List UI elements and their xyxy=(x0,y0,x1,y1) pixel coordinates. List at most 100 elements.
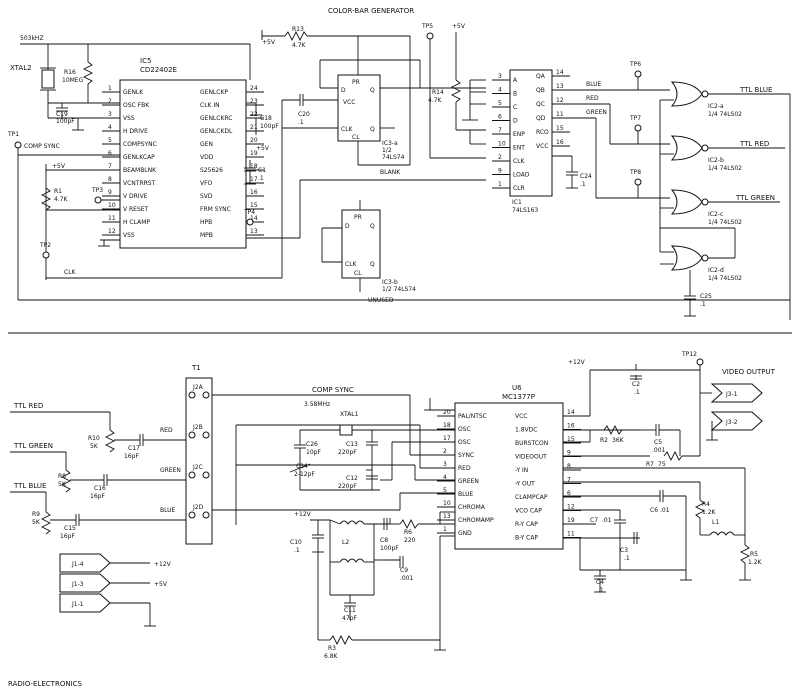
l1-label: L1 xyxy=(712,519,719,526)
r6-value: 220 xyxy=(404,537,416,544)
ic5-right-pin-label: GEN xyxy=(200,141,213,148)
j3-1-label: J3-1 xyxy=(725,391,738,398)
ic2d-part: 1/4 74LS02 xyxy=(708,275,742,282)
u6-right-pin-number: 8 xyxy=(567,463,571,470)
u6-right-pin-number: 19 xyxy=(567,517,575,524)
r14-resistor xyxy=(450,79,462,103)
u6-left-pin-label: BLUE xyxy=(458,491,474,498)
ic5-right-pin-label: HPB xyxy=(200,219,212,226)
j1-3-label: J1-3 xyxy=(71,581,84,588)
c17-label: C17 xyxy=(128,445,140,452)
r4-label: R4 xyxy=(702,501,710,508)
ic5-left-pin-number: 7 xyxy=(108,163,112,170)
video-output-label: VIDEO OUTPUT xyxy=(722,368,776,376)
u6-left-pin-label: GND xyxy=(458,530,472,537)
ic3b-flipflop xyxy=(341,209,381,279)
comp-sync2-label: COMP SYNC xyxy=(312,386,354,394)
ic5-left-pin-number: 12 xyxy=(108,228,116,235)
t1-pin-right xyxy=(202,391,210,399)
xtal1-freq-label: 3.58MHz xyxy=(304,401,330,408)
ic5-left-pin-label: H DRIVE xyxy=(123,128,148,135)
ic1-left-pin-number: 2 xyxy=(498,154,502,161)
tp3-label: TP3 xyxy=(91,187,103,194)
r14-value: 4.7K xyxy=(428,97,443,104)
c11-label: C11 xyxy=(344,607,356,614)
c1-label: C1 xyxy=(258,167,266,174)
xtal2-crystal xyxy=(41,69,55,89)
ic5-right-pin-number: 18 xyxy=(250,163,258,170)
ic1-part: 74LS163 xyxy=(512,207,538,214)
ic5-right-pin-label: VFO xyxy=(200,180,213,187)
plus12v-chroma: +12V xyxy=(294,511,312,518)
j3-1-connector xyxy=(710,383,763,403)
r8-value: 5K xyxy=(58,481,67,488)
u6-left-pin-number: 5 xyxy=(443,487,447,494)
ic1-right-pin-label: QD xyxy=(536,115,546,122)
ic1-left-pin-label: CLR xyxy=(513,185,525,192)
ic3b-part: 1/2 74LS74 xyxy=(382,286,416,293)
c3-value: .1 xyxy=(624,555,630,562)
ic1-left-pin-label: C xyxy=(513,104,517,111)
tp3-test-point xyxy=(94,196,102,204)
c20-value: .1 xyxy=(298,119,304,126)
ic3a-qn: Q xyxy=(370,126,375,133)
c12-value: 220pF xyxy=(338,483,357,490)
ic5-right-pin-number: 22 xyxy=(250,111,258,118)
ic5-left-pin-label: VSS xyxy=(123,232,135,239)
ic3b-name: IC3-b xyxy=(382,279,398,286)
u6-left-pin-number: 2 xyxy=(443,448,447,455)
tp6-label: TP6 xyxy=(629,61,641,68)
j1-3-connector xyxy=(59,573,111,593)
c26-value: 10pF xyxy=(306,449,321,456)
ic3a-vcc: VCC xyxy=(343,99,355,106)
ic5-left-pin-label: OSC FBK xyxy=(123,102,150,109)
tp5-test-point xyxy=(426,32,434,40)
u6-right-pin-label: VCO CAP xyxy=(515,508,542,515)
ic3b-qn: Q xyxy=(370,261,375,268)
t1-name: T1 xyxy=(191,364,201,372)
ic5-right-pin-number: 16 xyxy=(250,189,258,196)
r2-resistor xyxy=(603,424,623,436)
u6-left-pin-label: RED xyxy=(458,465,471,472)
t1-connector xyxy=(185,377,213,545)
plus5v-r1: +5V xyxy=(52,163,66,170)
tp4-label: TP4 xyxy=(243,209,255,216)
c12-label: C12 xyxy=(346,475,358,482)
ic1-name: IC1 xyxy=(512,199,522,206)
ic5-left-pin-label: VSS xyxy=(123,115,135,122)
c3-label: C3 xyxy=(620,547,628,554)
ic5-right-pin-number: 19 xyxy=(250,150,258,157)
r8-label: R8 xyxy=(58,473,66,480)
u6-right-pin-number: 16 xyxy=(567,423,575,430)
ic2c-name: IC2-c xyxy=(708,211,723,218)
ic1-right-pin-number: 11 xyxy=(556,111,564,118)
j1-4-voltage: +12V xyxy=(154,561,172,568)
u6-chip xyxy=(454,402,564,550)
ic5-right-pin-number: 13 xyxy=(250,228,258,235)
r7-value: 75 xyxy=(658,461,666,468)
r5-label: R5 xyxy=(750,551,758,558)
u6-left-pin-number: 3 xyxy=(443,461,447,468)
ic5-right-pin-number: 14 xyxy=(250,215,258,222)
c15-value: 16pF xyxy=(60,533,75,540)
r1-value: 4.7K xyxy=(54,196,69,203)
ttl-green-out: TTL GREEN xyxy=(735,194,775,202)
u6-left-pin-number: 1 xyxy=(443,526,447,533)
unused-label: UNUSED xyxy=(368,297,394,304)
ic1-chip xyxy=(509,69,553,197)
ic1-right-pin-number: 12 xyxy=(556,97,564,104)
u6-right-pin-label: BURSTCON xyxy=(515,440,548,447)
t1-pin-left xyxy=(188,431,196,439)
u6-left-pin-label: CHROMA xyxy=(458,504,486,511)
u6-left-pin-label: GREEN xyxy=(458,478,479,485)
l2-lower-coil xyxy=(339,558,365,563)
c16-value: 16pF xyxy=(90,493,105,500)
red-signal-label: RED xyxy=(586,95,599,102)
u6-left-pin-label: CHROMAMP xyxy=(458,517,494,524)
ttl-red-in: TTL RED xyxy=(13,402,43,410)
c24-label: C24 xyxy=(580,173,592,180)
ic5-left-pin-label: V RESET xyxy=(123,206,149,213)
ic3b-pr: PR xyxy=(354,214,362,221)
